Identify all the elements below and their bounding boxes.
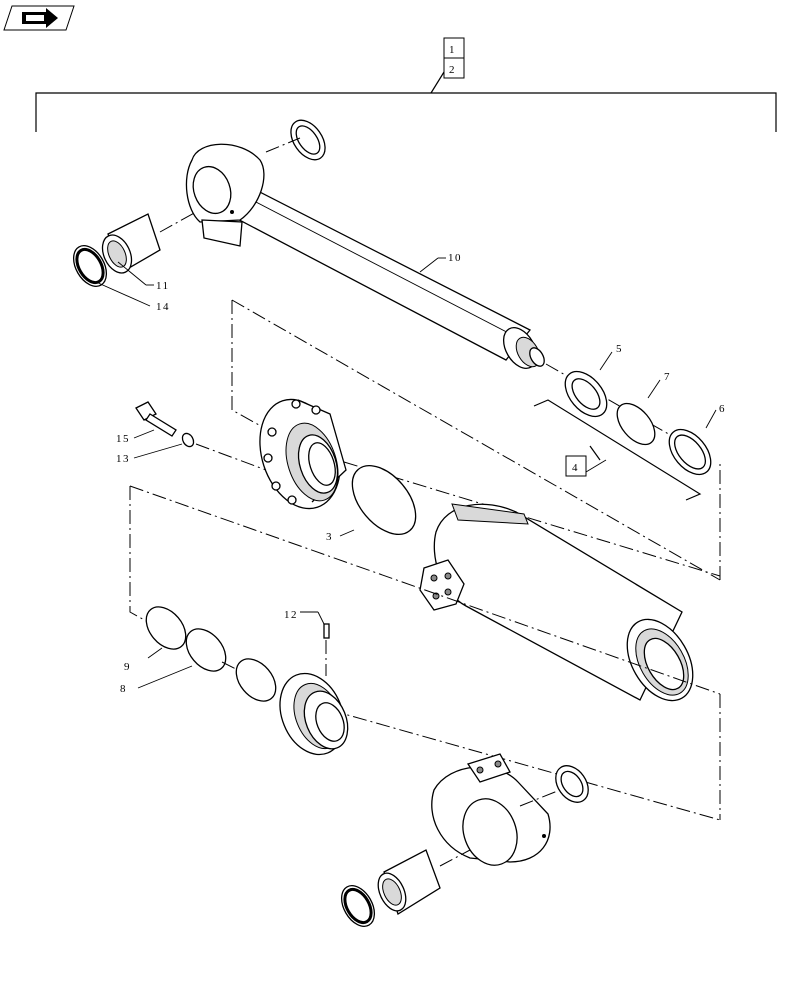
o-ring-part-9[interactable] (138, 599, 193, 656)
piston[interactable] (268, 664, 355, 764)
callout-14: 14 (156, 301, 170, 313)
pin-part-12[interactable] (323, 623, 330, 639)
callout-7: 7 (664, 371, 671, 383)
assembly-bracket (35, 92, 777, 132)
bolt-part-15[interactable] (135, 401, 177, 437)
cylinder-base-end[interactable] (431, 753, 551, 873)
base-seal-ring-outer[interactable] (335, 880, 381, 932)
callout-8: 8 (120, 683, 127, 695)
base-seal-ring[interactable] (549, 760, 595, 809)
callout-9: 9 (124, 661, 131, 673)
callout-12: 12 (284, 609, 298, 621)
assembly-ref-2: 2 (449, 64, 456, 76)
callout-5: 5 (616, 343, 623, 355)
piston-seal-part-5[interactable] (557, 364, 615, 424)
next-page-arrow-icon[interactable] (3, 5, 75, 31)
piston-rod-part-10[interactable] (185, 143, 547, 374)
washer-part-13[interactable] (180, 431, 196, 448)
wear-ring-part-6[interactable] (661, 422, 719, 482)
callout-6: 6 (719, 403, 726, 415)
assembly-ref-1: 1 (449, 44, 456, 56)
callout-13: 13 (116, 453, 130, 465)
head-gland-flange[interactable] (247, 389, 354, 519)
callout-3: 3 (326, 531, 333, 543)
bushing-part-11[interactable] (97, 213, 161, 278)
base-bushing[interactable] (373, 849, 441, 915)
seal-ring-part-14[interactable] (67, 240, 113, 292)
backup-ring-part-8[interactable] (178, 621, 233, 678)
callout-10: 10 (448, 252, 462, 264)
piston-o-ring[interactable] (228, 651, 283, 708)
callout-11: 11 (156, 280, 170, 292)
rod-eye-seal-ring[interactable] (284, 114, 332, 166)
callout-4: 4 (572, 462, 579, 474)
assembly-ref-box[interactable]: 1 2 (443, 37, 465, 79)
o-ring-part-7[interactable] (610, 397, 662, 452)
callout-15: 15 (116, 433, 130, 445)
cylinder-tube[interactable] (419, 503, 706, 712)
subassembly-ref-box[interactable]: 4 (565, 455, 587, 477)
o-ring-part-3[interactable] (340, 454, 428, 546)
